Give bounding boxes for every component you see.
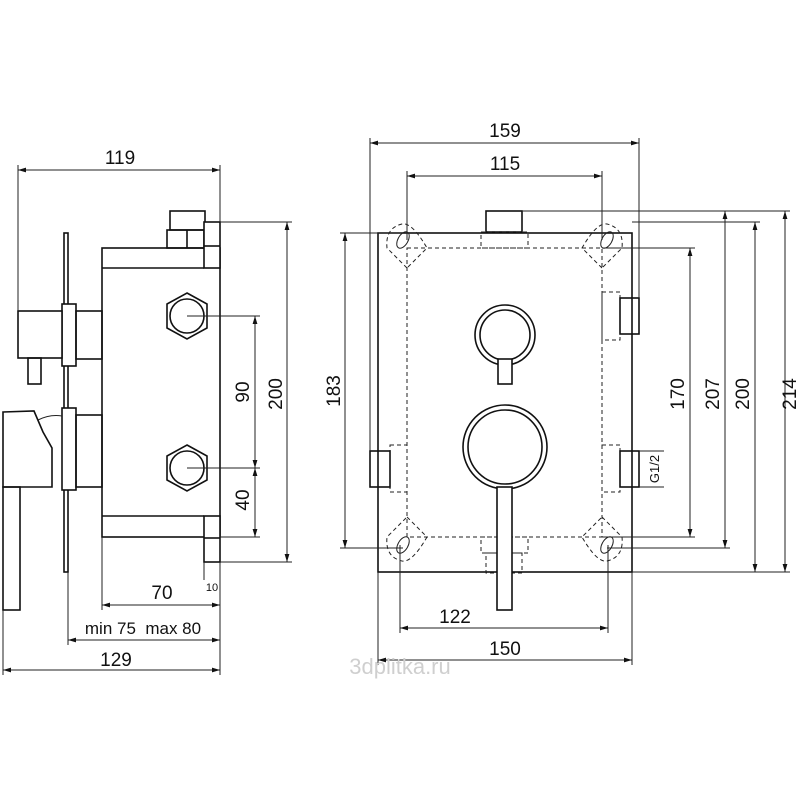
- diverter-knob: [17, 310, 63, 359]
- diverter-handle-front: [474, 304, 536, 385]
- dim-129: 129: [100, 650, 132, 671]
- dim-207: 207: [703, 378, 724, 410]
- dim-200-front: 200: [733, 378, 754, 410]
- dim-install-depth: min 75 max 80: [85, 619, 201, 638]
- dim-40: 40: [233, 489, 254, 510]
- top-port-fitting: [485, 210, 523, 233]
- dim-150: 150: [489, 639, 521, 660]
- cover-plate: [63, 232, 69, 573]
- dim-70: 70: [151, 583, 172, 604]
- bottom-outlet: [203, 515, 221, 563]
- top-fitting: [169, 210, 206, 231]
- side-port-upper: [619, 297, 640, 335]
- top-outlet: [203, 221, 221, 269]
- thread-label: G1/2: [647, 455, 662, 483]
- mixer-lever: [2, 410, 53, 488]
- mounting-lug-bl: [386, 516, 428, 562]
- side-port-right: [619, 450, 640, 488]
- dim-214: 214: [780, 378, 800, 410]
- valve-body: [101, 247, 221, 538]
- dim-159: 159: [489, 121, 521, 142]
- dim-115: 115: [490, 154, 520, 175]
- dim-122: 122: [439, 607, 471, 628]
- side-view: 119 90 200 40 70 10 min 75 max 80 129: [2, 148, 292, 675]
- dim-119: 119: [105, 148, 135, 169]
- dim-200-side: 200: [266, 378, 287, 410]
- dim-90: 90: [233, 381, 254, 402]
- side-port-left: [369, 450, 391, 488]
- dim-170: 170: [668, 378, 689, 410]
- dim-10: 10: [206, 582, 218, 594]
- dim-183: 183: [324, 375, 345, 407]
- watermark: 3dplitka.ru: [349, 654, 451, 679]
- front-view: 159 115 183 170 207 200 214 122 150 G1/2: [324, 121, 800, 665]
- mixer-handle-front: [462, 404, 548, 611]
